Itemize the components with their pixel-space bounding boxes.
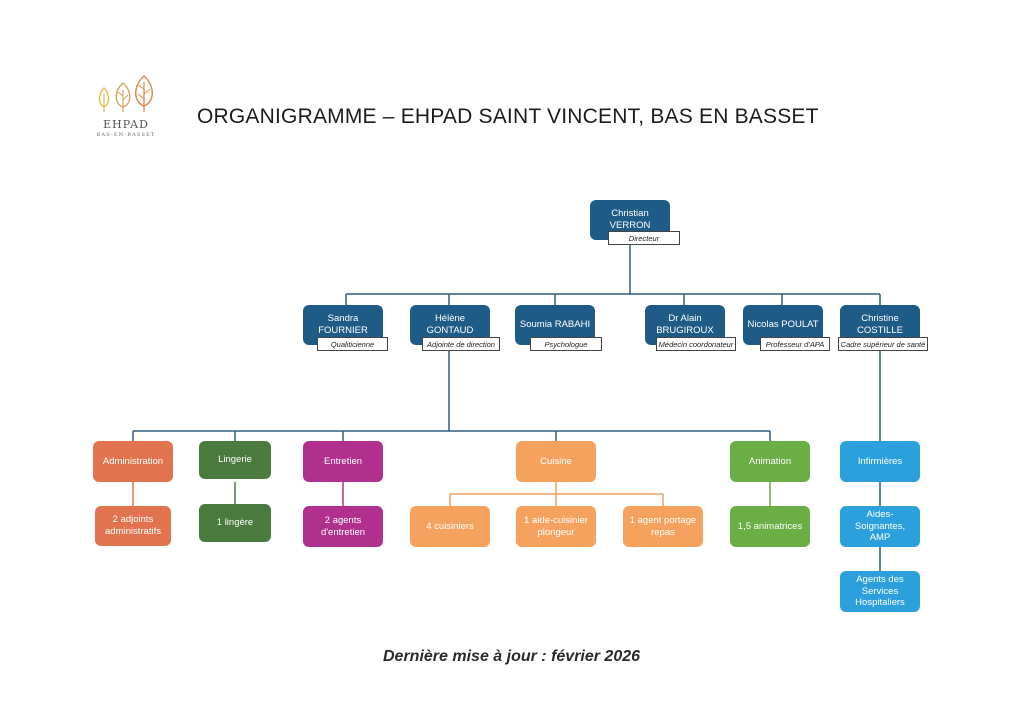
service-animation: Animation [730,441,810,482]
staff-lingerie: 1 lingère [199,504,271,542]
manager-role-costille: Cadre supérieur de santé [838,337,928,351]
manager-role-brugiroux: Médecin coordonateur [656,337,736,351]
manager-role-fournier: Qualiticienne [317,337,388,351]
service-lingerie: Lingerie [199,441,271,479]
staff-entretien: 2 agents d'entretien [303,506,383,547]
service-administration: Administration [93,441,173,482]
logo-subtitle: BAS-EN-BASSET [96,132,156,138]
manager-role-poulat: Professeur d'APA [760,337,830,351]
care-agents-services: Agents des Services Hospitaliers [840,571,920,612]
connector-cuisine-staff [449,482,664,506]
manager-role-rabahi: Psychologue [530,337,602,351]
service-entretien: Entretien [303,441,383,482]
director-role: Directeur [608,231,680,245]
page-title: ORGANIGRAMME – EHPAD SAINT VINCENT, BAS … [197,105,819,128]
ehpad-logo: EHPAD BAS-EN-BASSET [88,74,168,144]
three-trees-icon [98,74,153,112]
staff-administration: 2 adjoints administratifs [95,506,171,546]
logo-name: EHPAD [103,118,149,131]
care-infirmieres: Infirmières [840,441,920,482]
staff-cuisine-3: 1 agent portage repas [623,506,703,547]
service-cuisine: Cuisine [516,441,596,482]
manager-role-gontaud: Adjointe de direction [422,337,500,351]
last-update-note: Dernière mise à jour : février 2026 [383,648,641,665]
staff-animation: 1,5 animatrices [730,506,810,547]
care-aides-soignantes: Aides- Soignantes, AMP [840,506,920,547]
staff-cuisine-1: 4 cuisiniers [410,506,490,547]
staff-cuisine-2: 1 aide-cuisinier plongeur [516,506,596,547]
